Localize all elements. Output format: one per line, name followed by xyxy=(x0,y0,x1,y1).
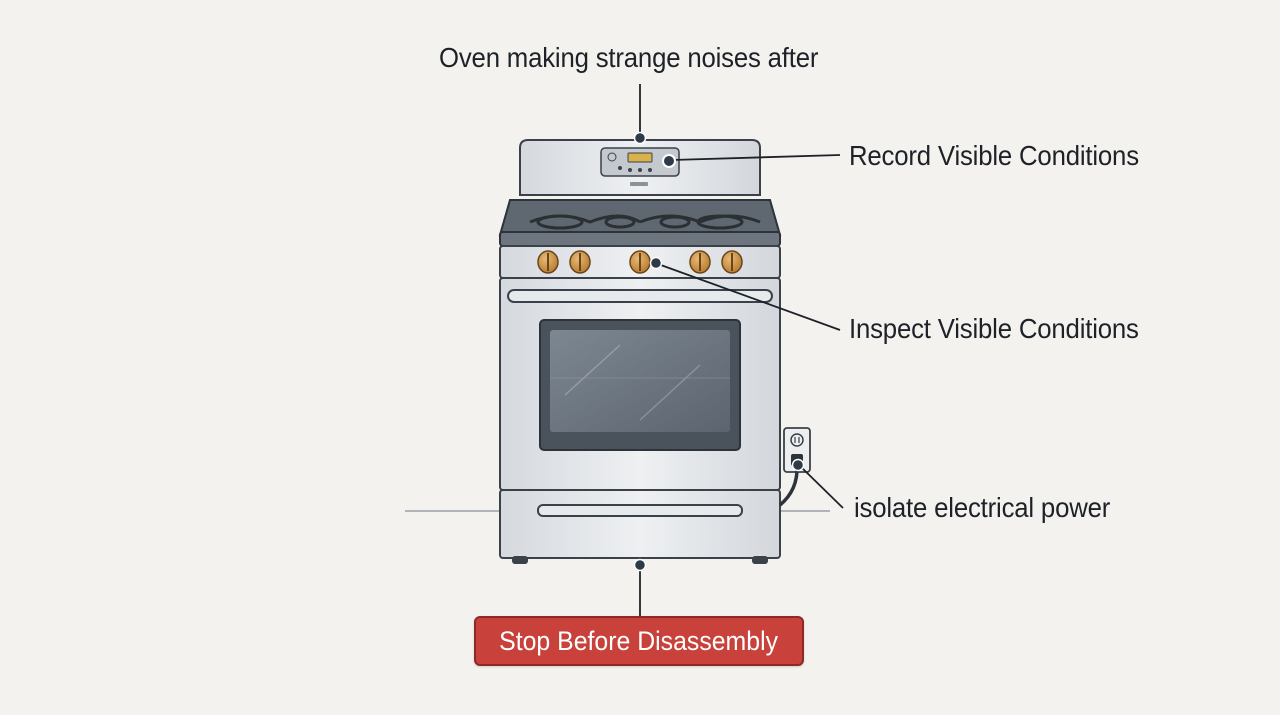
burner-grates xyxy=(529,214,761,230)
drawer-handle xyxy=(537,504,743,517)
cooktop-edge xyxy=(499,231,781,247)
stop-before-disassembly-badge: Stop Before Disassembly xyxy=(474,616,804,666)
callout-stop xyxy=(633,558,647,616)
oven-door-handle xyxy=(507,289,773,303)
stove-illustration xyxy=(498,139,782,564)
isolate-power-label: isolate electrical power xyxy=(854,492,1111,523)
inspect-conditions-label: Inspect Visible Conditions xyxy=(849,313,1139,344)
title-label: Oven making strange noises after xyxy=(439,42,819,73)
callout-isolate xyxy=(791,458,844,509)
display-screen xyxy=(627,152,653,163)
control-knob-icon xyxy=(537,250,743,274)
record-conditions-label: Record Visible Conditions xyxy=(849,140,1139,171)
stop-badge-text: Stop Before Disassembly xyxy=(499,625,779,656)
callout-inspect xyxy=(649,256,841,331)
callout-record xyxy=(662,154,841,168)
callout-title xyxy=(633,84,647,145)
stove-foot-left xyxy=(512,556,528,564)
stove-foot-right xyxy=(752,556,768,564)
storage-drawer xyxy=(499,489,781,559)
oven-window xyxy=(550,330,730,432)
